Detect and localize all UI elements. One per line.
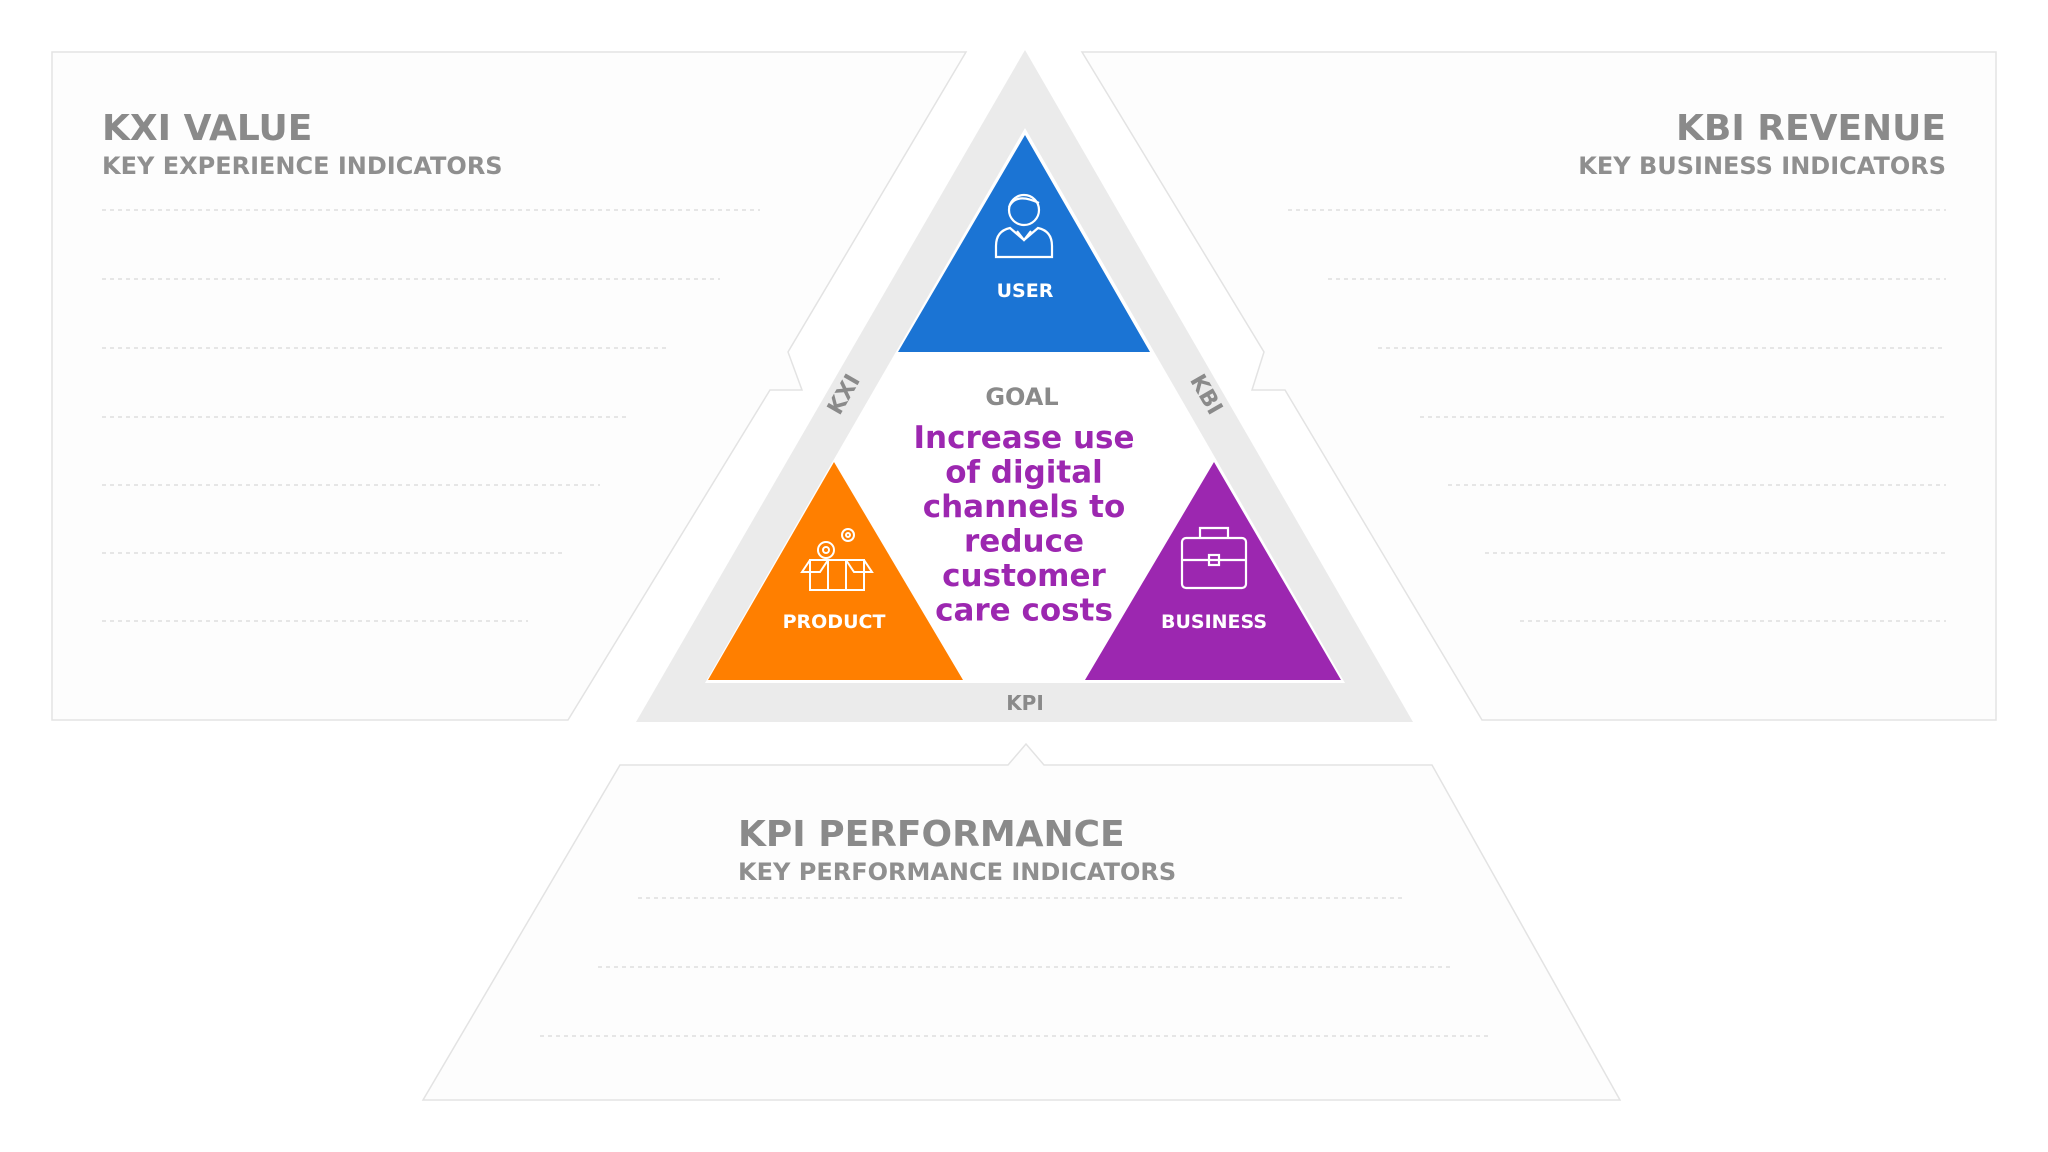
user-triangle [898,135,1150,352]
goal-text-line: channels to [923,489,1126,525]
product-box-gears-icon [800,528,874,591]
edge-label-kpi: KPI [1006,691,1044,715]
kpi-subtitle: KEY PERFORMANCE INDICATORS [738,858,1176,886]
product-segment: PRODUCT [708,462,963,680]
goal-label: GOAL [985,383,1058,411]
kpi-dashed-lines [540,897,1492,1037]
kpi-panel [421,742,1622,1101]
kbi-subtitle: KEY BUSINESS INDICATORS [1578,152,1946,180]
goal-text-line: of digital [945,455,1103,491]
kxi-title: KXI VALUE [102,108,312,149]
business-triangle [1085,462,1341,680]
kbi-dashed-lines [1288,209,1946,622]
goal-text-line: reduce [964,524,1084,560]
user-icon [994,193,1054,259]
kpi-title: KPI PERFORMANCE [738,814,1125,855]
business-label: BUSINESS [1161,611,1267,633]
product-label: PRODUCT [783,611,886,633]
business-segment: BUSINESS [1085,462,1341,680]
kxi-subtitle: KEY EXPERIENCE INDICATORS [102,152,503,180]
goal-text-line: care costs [935,593,1113,629]
product-triangle [708,462,963,680]
goal-text-line: Increase use [913,420,1134,456]
briefcase-icon [1180,526,1248,590]
user-segment: USER [898,135,1150,352]
kxi-dashed-lines [102,209,760,622]
kbi-title: KBI REVENUE [1676,108,1946,149]
user-label: USER [997,280,1054,302]
goal-text-line: customer [942,558,1106,594]
